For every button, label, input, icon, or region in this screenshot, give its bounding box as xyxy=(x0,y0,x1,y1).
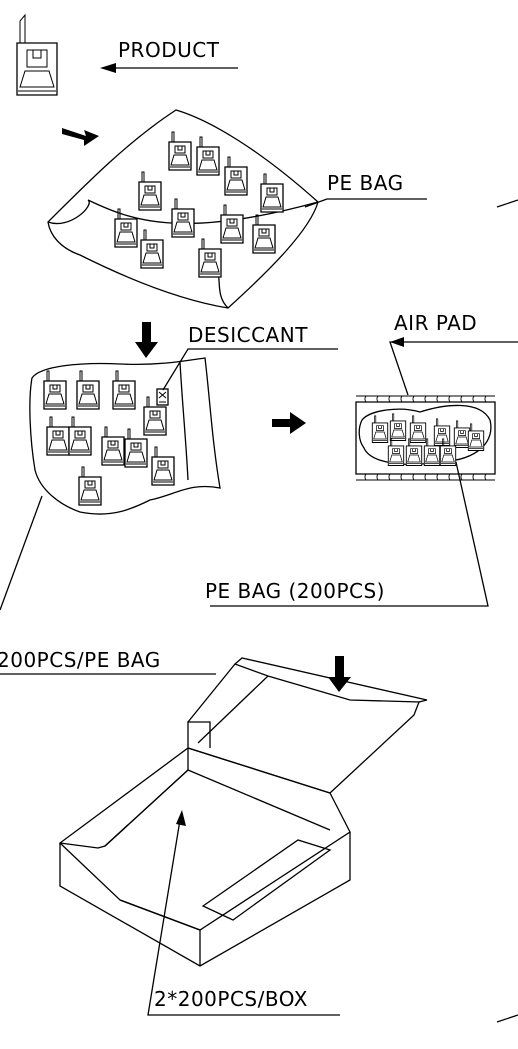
air-pad-label: AIR PAD xyxy=(394,311,477,335)
desiccant-label: DESICCANT xyxy=(188,323,308,347)
box-leader xyxy=(147,819,340,1016)
pe-bag-200-label: PE BAG (200PCS) xyxy=(205,579,385,603)
products-in-air-pad xyxy=(371,413,485,466)
air-pad-arrowhead xyxy=(390,337,404,347)
box-leader-arrowhead xyxy=(176,810,186,826)
shipping-box xyxy=(58,657,428,967)
per-box-label: 2*200PCS/BOX xyxy=(154,987,308,1011)
pe-bag-leader xyxy=(304,198,427,208)
flow-arrow-4 xyxy=(328,656,351,692)
edge-mark-top xyxy=(496,199,518,208)
sealed-pe-bag xyxy=(29,357,221,515)
edge-mark-bottom xyxy=(496,1014,518,1023)
flow-arrow-1 xyxy=(62,128,99,146)
products-in-sealed-bag xyxy=(43,370,175,506)
pe-bag-label: PE BAG xyxy=(327,171,404,195)
desiccant-leader xyxy=(162,348,338,391)
flow-arrow-3 xyxy=(272,412,306,434)
flow-arrow-2 xyxy=(135,322,158,358)
product-label: PRODUCT xyxy=(118,38,220,62)
product-icon xyxy=(16,14,58,96)
product-leader-arrowhead xyxy=(100,63,116,73)
per-bag-label: 200PCS/PE BAG xyxy=(0,648,161,672)
per-bag-leader xyxy=(0,495,43,611)
air-pad-leader xyxy=(389,341,518,396)
pe-bag-200-leader xyxy=(210,461,489,607)
desiccant-pack-icon xyxy=(156,388,169,406)
